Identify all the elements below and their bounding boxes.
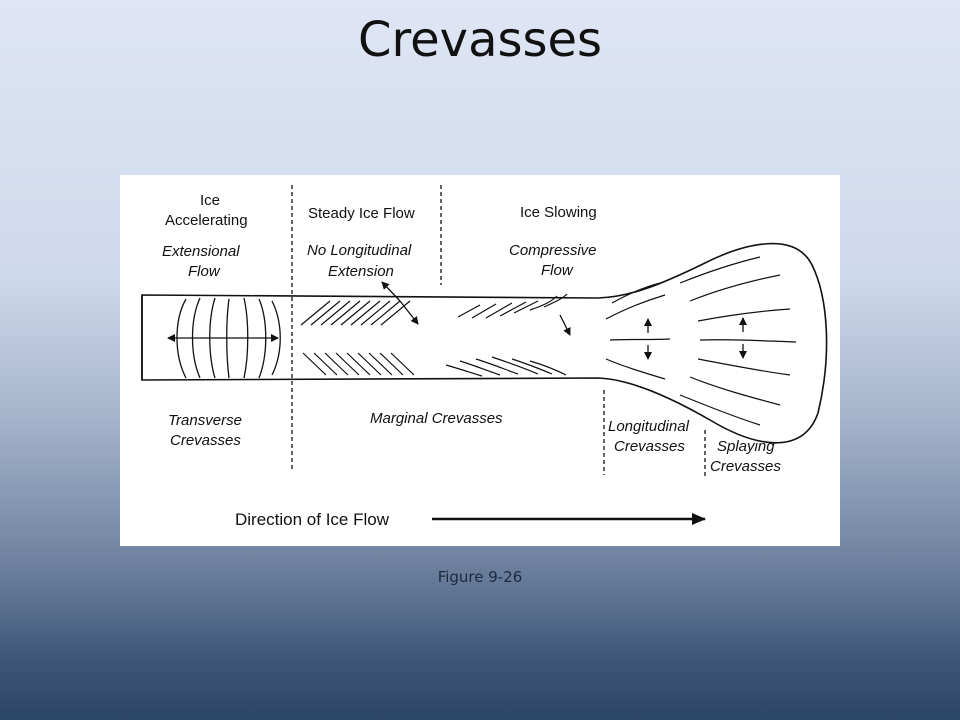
label-direction-of-ice-flow: Direction of Ice Flow — [235, 510, 390, 529]
longitudinal-crevasses — [605, 282, 671, 380]
no-extension-pointer-down — [399, 300, 419, 325]
label-ice-slowing: Ice Slowing — [520, 204, 597, 221]
splaying-crevasses — [679, 256, 797, 426]
compressive-pointer — [559, 314, 571, 336]
glacier-outline — [141, 242, 828, 444]
no-extension-pointer-up — [381, 281, 401, 302]
figure-caption: Figure 9-26 — [437, 568, 523, 586]
label-marginal-crevasses: Marginal Crevasses — [370, 410, 503, 427]
slide-title: Crevasses — [357, 12, 603, 68]
marginal-crevasses-bottom — [302, 352, 567, 377]
label-steady-ice-flow: Steady Ice Flow — [308, 205, 415, 222]
marginal-crevasses-top — [300, 293, 568, 326]
